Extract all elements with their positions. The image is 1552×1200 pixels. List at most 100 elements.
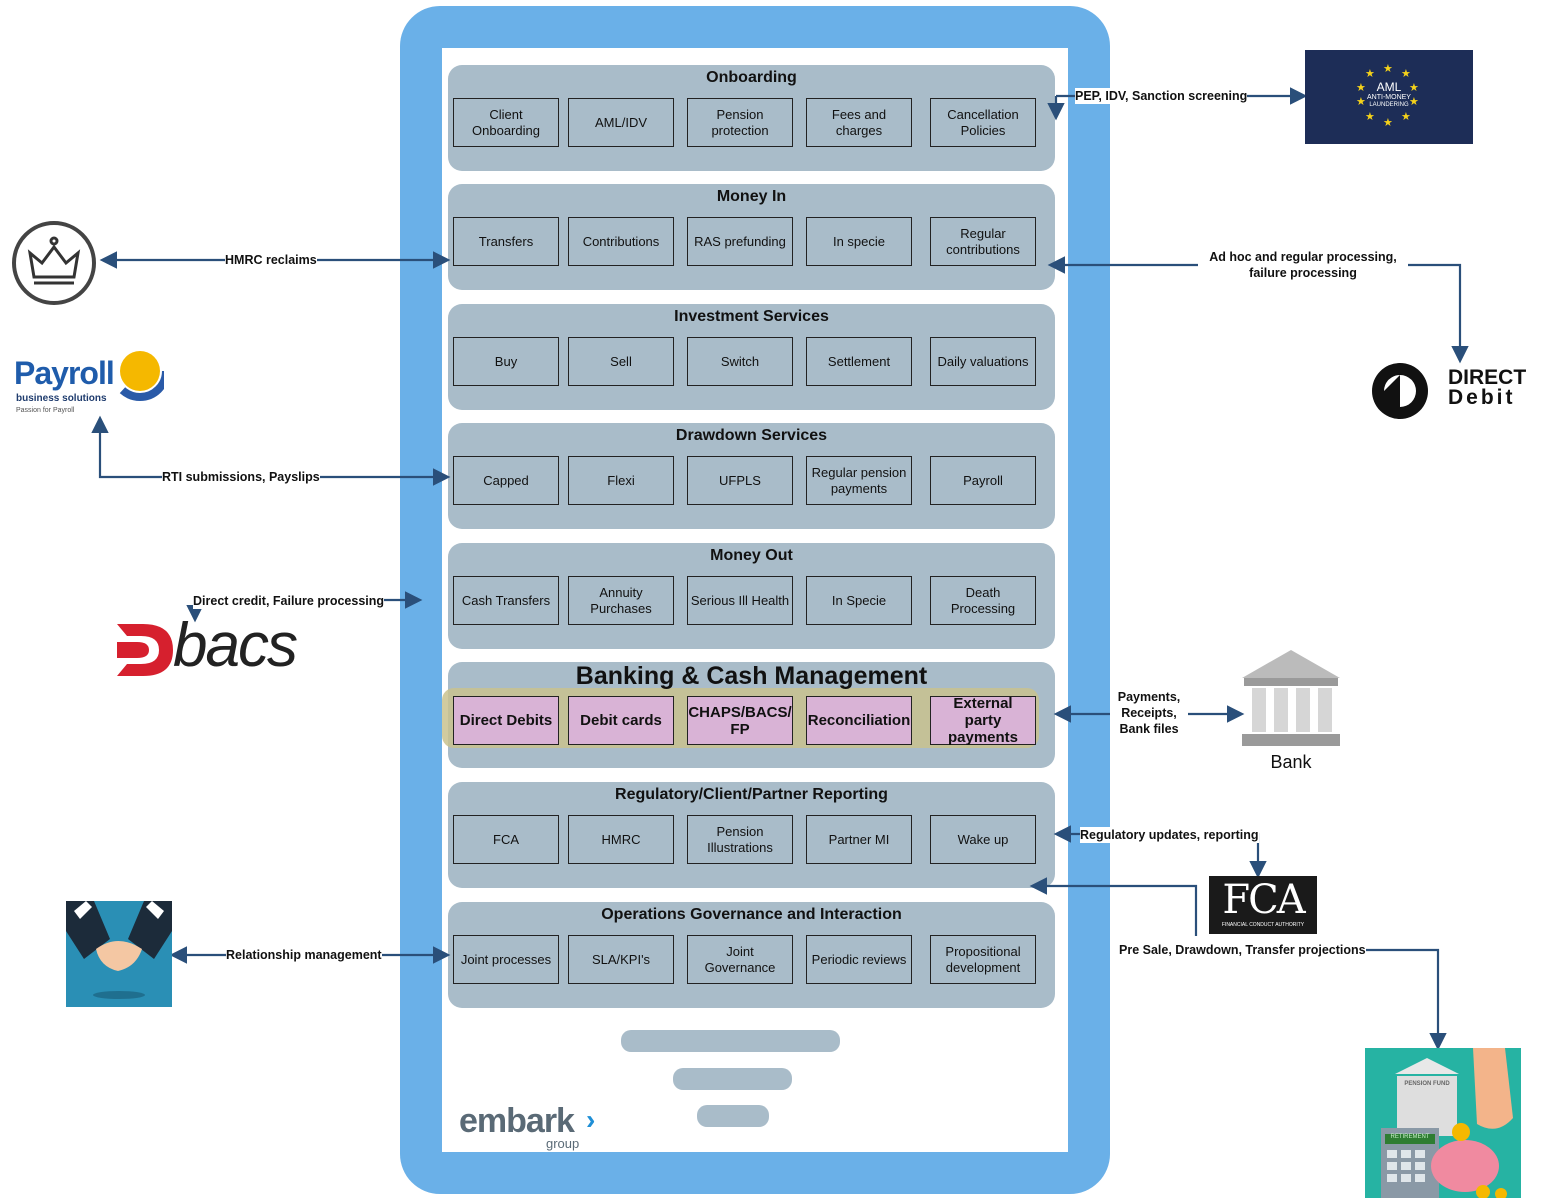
connection-label-relationship: Relationship management xyxy=(226,947,382,963)
service-box: UFPLS xyxy=(687,456,793,505)
svg-text:★: ★ xyxy=(1356,81,1366,94)
service-box: Pension protection xyxy=(687,98,793,147)
service-box: Serious Ill Health xyxy=(687,576,793,625)
bank-building-icon xyxy=(1242,650,1340,746)
service-box: HMRC xyxy=(568,815,674,864)
pension-fund-sign: PENSION FUND xyxy=(1404,1081,1450,1087)
eu-stars-icon: ★★★ ★★★ ★★★★ xyxy=(1356,62,1419,129)
service-box: AML/IDV xyxy=(568,98,674,147)
bank-logo: Bank xyxy=(1240,648,1342,774)
connection-label-hmrc: HMRC reclaims xyxy=(225,252,317,268)
connection-label-bank: Payments, Receipts, Bank files xyxy=(1110,689,1188,737)
svg-text:★: ★ xyxy=(1409,81,1419,94)
service-box: Capped xyxy=(453,456,559,505)
payroll-tagline: Passion for Payroll xyxy=(16,407,75,414)
service-box: External party payments xyxy=(930,695,1036,746)
section-title: Banking & Cash Management xyxy=(575,662,928,690)
section-title: Investment Services xyxy=(674,308,829,325)
payroll-subtitle: business solutions xyxy=(16,393,107,404)
service-box: Partner MI xyxy=(806,815,912,864)
service-box: Periodic reviews xyxy=(806,935,912,984)
service-box: In Specie xyxy=(806,576,912,625)
fca-subtitle: FINANCIAL CONDUCT AUTHORITY xyxy=(1221,922,1305,928)
aml-logo: ★★★ ★★★ ★★★★ AML ANTI-MONEY LAUNDERING xyxy=(1305,50,1473,144)
service-box: Payroll xyxy=(930,456,1036,505)
svg-text:★: ★ xyxy=(1383,62,1393,75)
aml-subtitle: ANTI-MONEY xyxy=(1367,94,1411,101)
bank-label: Bank xyxy=(1270,752,1312,772)
svg-text:★: ★ xyxy=(1401,110,1411,123)
direct-debit-line2: Debit xyxy=(1448,386,1516,409)
connection-label-fca: Regulatory updates, reporting xyxy=(1080,827,1259,843)
decor-pill xyxy=(673,1068,792,1090)
service-box: Direct Debits xyxy=(453,696,559,745)
svg-text:★: ★ xyxy=(1356,95,1366,108)
service-box: Fees and charges xyxy=(806,98,912,147)
service-box: Wake up xyxy=(930,815,1036,864)
section-investment-services: Investment Services Buy Sell Switch Sett… xyxy=(448,304,1055,410)
svg-text:★: ★ xyxy=(1409,95,1419,108)
connection-label-direct-debit: Ad hoc and regular processing, failure p… xyxy=(1198,249,1408,281)
aml-title: AML xyxy=(1376,80,1402,94)
service-box: Sell xyxy=(568,337,674,386)
service-box: Settlement xyxy=(806,337,912,386)
service-box: Switch xyxy=(687,337,793,386)
payroll-title: Payroll xyxy=(14,355,115,391)
connection-label-bacs: Direct credit, Failure processing xyxy=(193,593,385,609)
connection-label-aml: PEP, IDV, Sanction screening xyxy=(1075,88,1248,104)
section-title: Drawdown Services xyxy=(675,427,828,444)
service-box: Reconciliation xyxy=(806,696,912,745)
embark-logo: embark xyxy=(459,1102,575,1140)
embark-chevron-icon: › xyxy=(586,1104,596,1135)
section-money-out: Money Out Cash Transfers Annuity Purchas… xyxy=(448,543,1055,649)
service-box: In specie xyxy=(806,217,912,266)
section-banking-cash-management: Banking & Cash Management Direct Debits … xyxy=(442,662,1055,768)
service-box: CHAPS/BACS/ FP xyxy=(687,696,793,745)
connection-label-payroll: RTI submissions, Payslips xyxy=(162,469,320,485)
service-box: Joint processes xyxy=(453,935,559,984)
direct-debit-line1: DIRECT xyxy=(1448,366,1527,389)
fca-logo: FCA FINANCIAL CONDUCT AUTHORITY xyxy=(1209,876,1317,934)
service-box: Cash Transfers xyxy=(453,576,559,625)
svg-text:★: ★ xyxy=(1383,116,1393,129)
pension-fund-image: PENSION FUND RETIREMENT xyxy=(1365,1048,1521,1200)
svg-text:★: ★ xyxy=(1365,67,1375,80)
service-box: RAS prefunding xyxy=(687,217,793,266)
section-title: Money Out xyxy=(710,547,793,564)
section-title: Onboarding xyxy=(706,69,797,86)
service-box: Regular pension payments xyxy=(806,456,912,505)
bacs-logo: bacs xyxy=(113,614,313,682)
service-box: Pension Illustrations xyxy=(687,815,793,864)
section-onboarding: Onboarding Client Onboarding AML/IDV Pen… xyxy=(448,65,1055,171)
service-box: Joint Governance xyxy=(687,935,793,984)
service-box: Buy xyxy=(453,337,559,386)
section-title: Operations Governance and Interaction xyxy=(601,906,902,923)
handshake-icon xyxy=(66,901,172,999)
section-money-in: Money In Transfers Contributions RAS pre… xyxy=(448,184,1055,290)
fca-wordmark: FCA xyxy=(1222,877,1305,923)
section-reporting: Regulatory/Client/Partner Reporting FCA … xyxy=(448,782,1055,888)
bacs-wordmark: bacs xyxy=(173,611,298,680)
crown-icon xyxy=(27,236,81,285)
section-title: Money In xyxy=(716,188,787,205)
pension-piggy-bank-icon xyxy=(1381,1048,1513,1200)
handshake-image xyxy=(66,901,172,1007)
service-box: Client Onboarding xyxy=(453,98,559,147)
svg-text:★: ★ xyxy=(1401,67,1411,80)
payroll-logo: Payroll business solutions Passion for P… xyxy=(14,343,164,421)
service-box: Propositional development xyxy=(930,935,1036,984)
service-box: Flexi xyxy=(568,456,674,505)
section-operations-governance: Operations Governance and Interaction Jo… xyxy=(448,902,1055,1008)
section-drawdown-services: Drawdown Services Capped Flexi UFPLS Reg… xyxy=(448,423,1055,529)
section-title: Regulatory/Client/Partner Reporting xyxy=(615,786,888,803)
service-box: Cancellation Policies xyxy=(930,98,1036,147)
pension-retirement-display: RETIREMENT xyxy=(1390,1134,1430,1140)
service-box: Daily valuations xyxy=(930,337,1036,386)
decor-pill xyxy=(697,1105,769,1127)
payroll-sun-icon xyxy=(110,343,164,401)
service-box: Transfers xyxy=(453,217,559,266)
service-box: Annuity Purchases xyxy=(568,576,674,625)
decor-pill xyxy=(621,1030,840,1052)
service-box: SLA/KPI's xyxy=(568,935,674,984)
direct-debit-logo: DIRECT Debit xyxy=(1364,362,1550,420)
